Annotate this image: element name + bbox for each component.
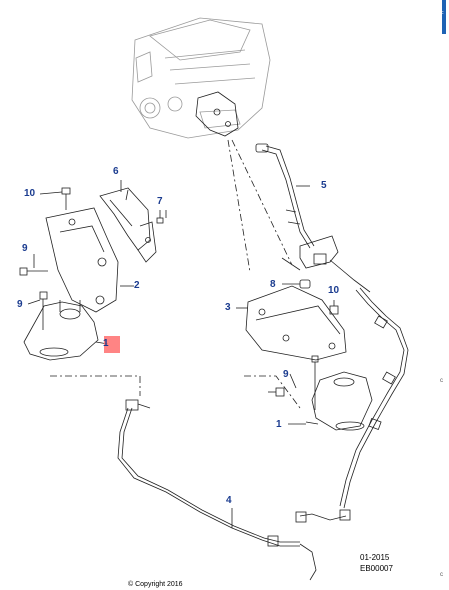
vacuum-pipe-right xyxy=(339,287,409,509)
edge-blue-tab xyxy=(442,0,446,34)
callout-7: 7 xyxy=(157,196,163,207)
bolt-part-8 xyxy=(299,279,311,289)
mount-bracket-part-2 xyxy=(45,207,157,313)
page-edge-strip xyxy=(437,0,449,589)
callout-6: 6 xyxy=(113,166,119,177)
callout-5: 5 xyxy=(321,180,327,191)
callout-10-right: 10 xyxy=(328,285,340,296)
callout-9-upper: 9 xyxy=(22,243,28,254)
engine-mount-part-1-left xyxy=(23,300,109,361)
bolt-part-9-upper xyxy=(19,267,48,276)
copyright-note: © Copyright 2016 xyxy=(128,581,183,588)
callout-8: 8 xyxy=(270,279,276,290)
highlight-marker xyxy=(104,336,120,353)
heat-shield-part-6 xyxy=(99,187,151,251)
solenoid-valve xyxy=(299,235,371,293)
callout-9-right: 9 xyxy=(283,369,289,380)
callout-10-left: 10 xyxy=(24,188,36,199)
mount-bracket-part-3 xyxy=(245,285,347,361)
edge-mark-3: c xyxy=(440,572,443,578)
engine-illustration xyxy=(131,17,271,139)
callout-1-right: 1 xyxy=(276,419,282,430)
drawing-code: EB00007 xyxy=(360,564,393,573)
callout-3: 3 xyxy=(225,302,231,313)
engine-mount-part-1-right xyxy=(305,371,373,431)
callout-2: 2 xyxy=(134,280,140,291)
engine-mount-bracket xyxy=(195,91,239,137)
bolt-part-9-lower xyxy=(39,291,48,330)
bolt-part-9-right xyxy=(268,355,319,410)
edge-mark-1: F xyxy=(440,12,444,18)
vacuum-hose-part-5 xyxy=(255,143,315,249)
drawing-date: 01-2015 xyxy=(360,553,390,562)
vacuum-hose-part-4 xyxy=(117,399,351,581)
callout-1-left: 1 xyxy=(103,338,109,349)
bolt-part-7 xyxy=(156,210,164,224)
callout-9-lower: 9 xyxy=(17,299,23,310)
bolt-part-10-right xyxy=(329,300,339,315)
bolt-part-10-left xyxy=(61,187,71,210)
callout-4: 4 xyxy=(226,495,232,506)
edge-mark-2: c xyxy=(440,378,443,384)
